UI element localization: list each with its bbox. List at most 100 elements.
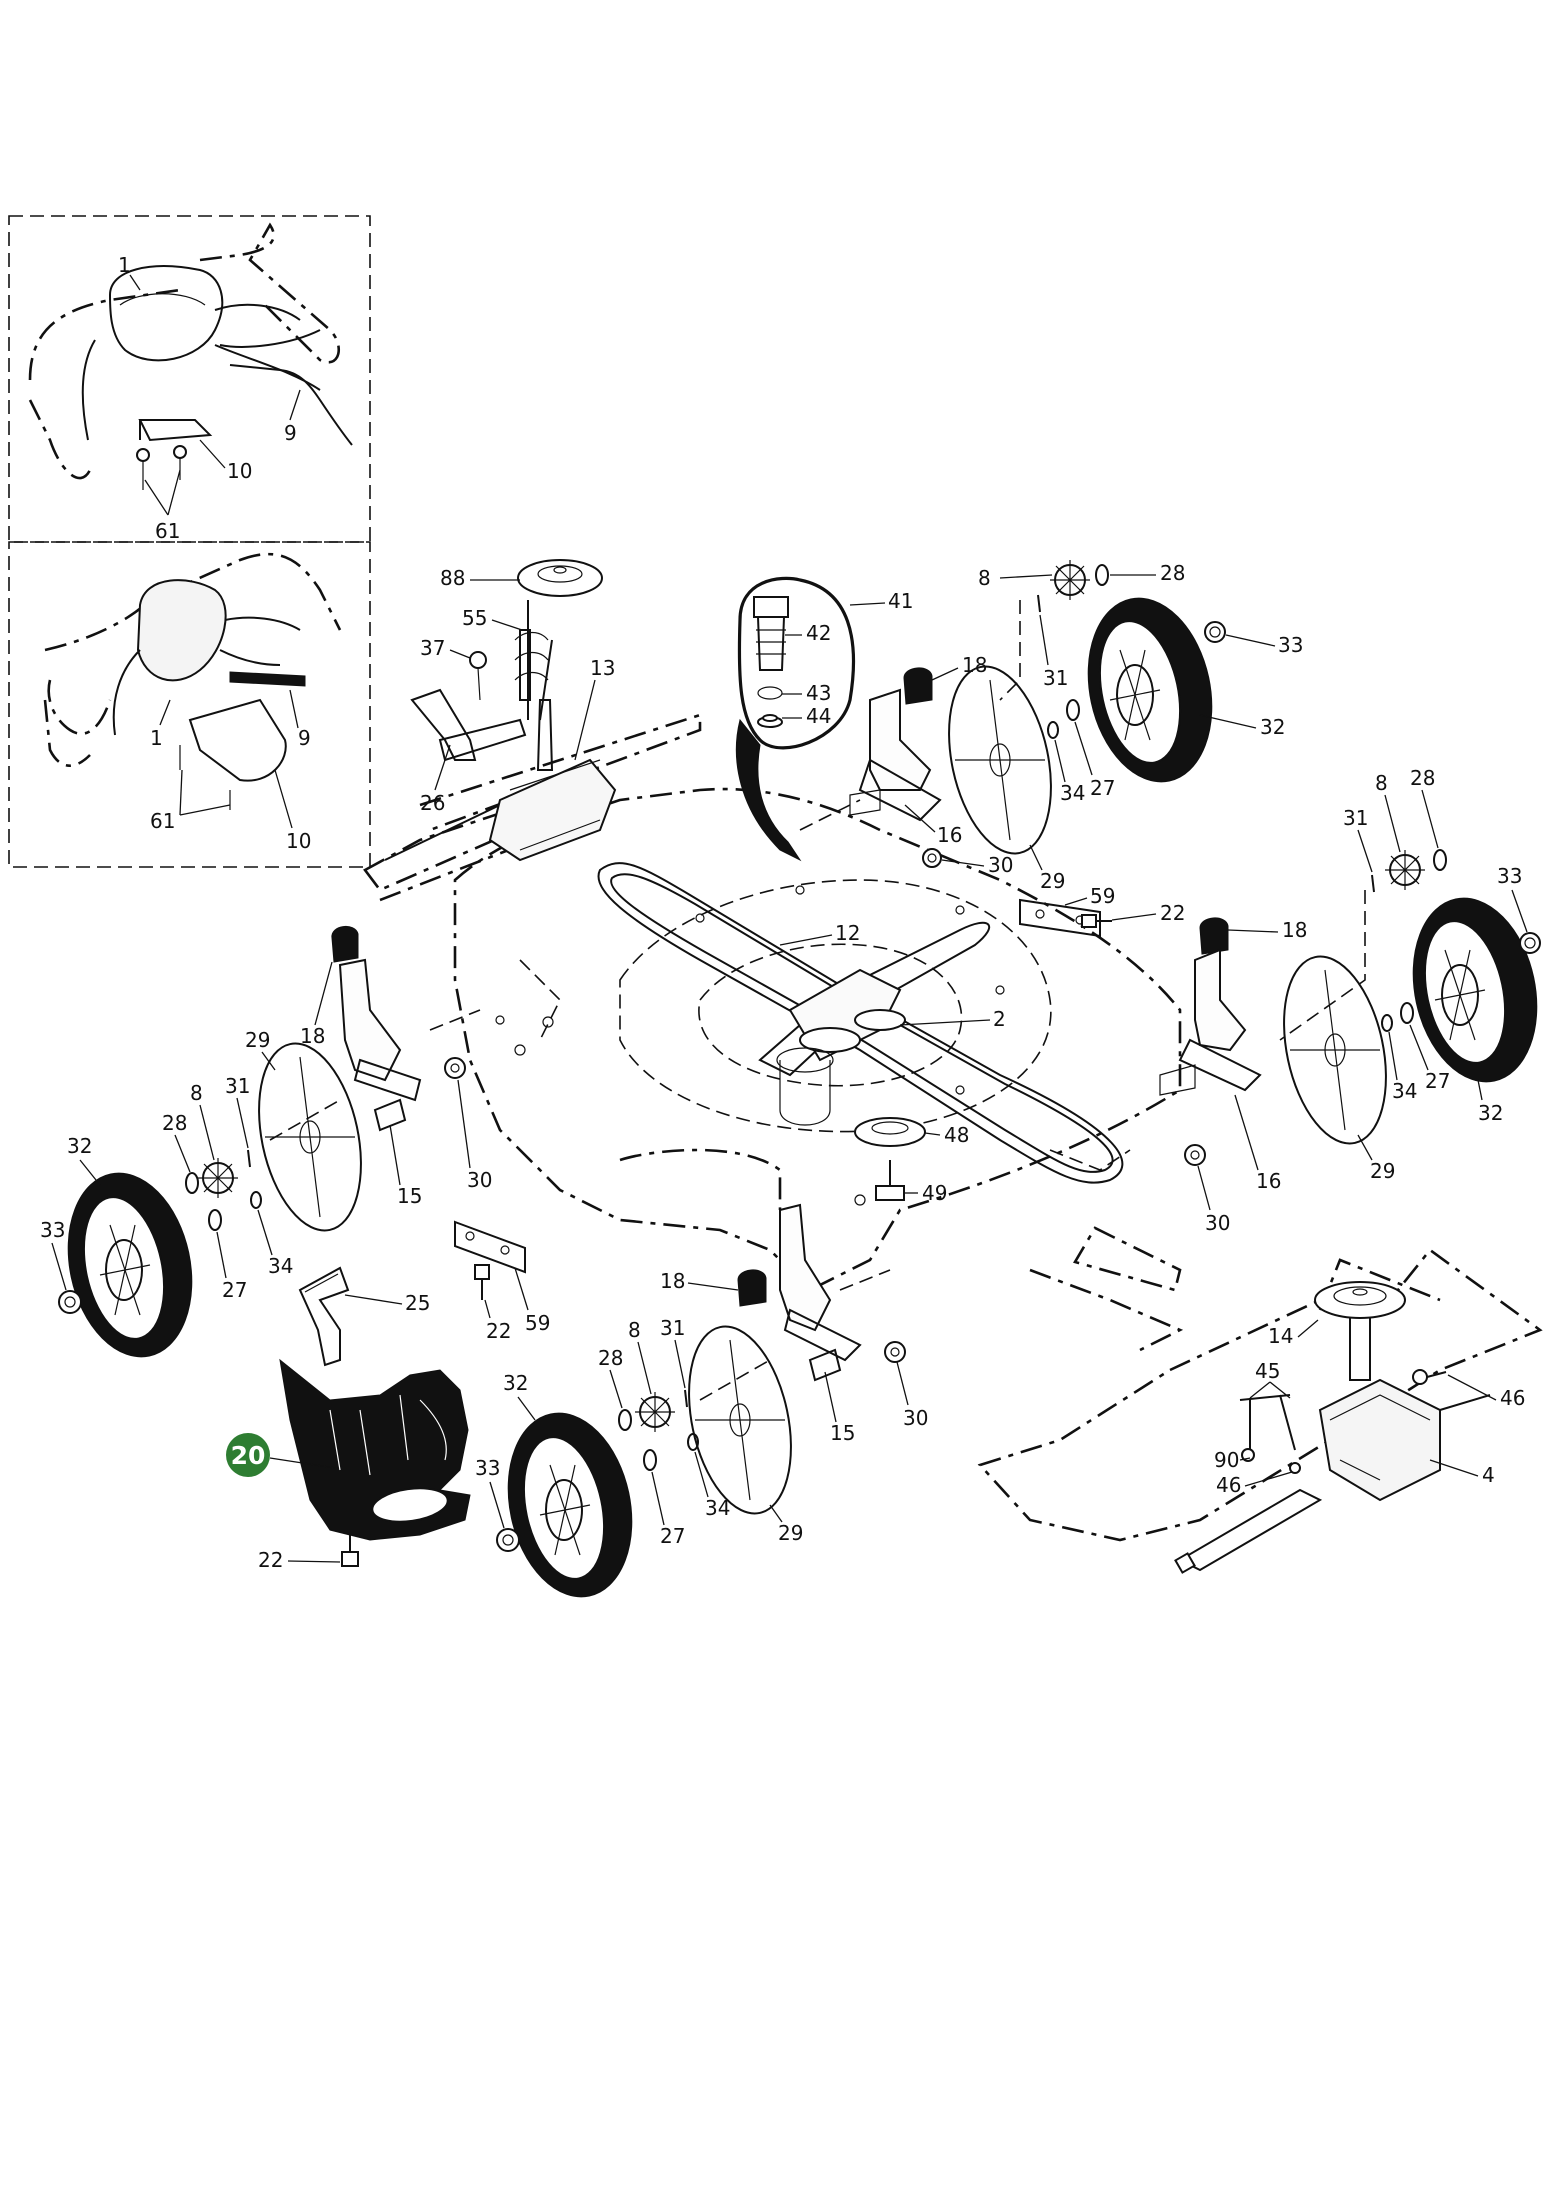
label-12: 12 — [835, 921, 860, 945]
wheel-32-rear-left — [67, 1172, 193, 1358]
label-59b: 59 — [525, 1311, 550, 1335]
label-18a: 18 — [962, 653, 987, 677]
label-26: 26 — [420, 791, 445, 815]
height-adjuster-rear-left — [331, 926, 481, 1132]
deflector-part-20[interactable] — [279, 1358, 471, 1541]
label-30c: 30 — [467, 1168, 492, 1192]
bolt-22-lower — [341, 1530, 359, 1567]
gear-8-rear-right — [1050, 560, 1090, 600]
label-8d: 8 — [628, 1318, 641, 1342]
height-adjuster-front-right — [1159, 917, 1262, 1096]
label-34b: 34 — [1392, 1079, 1417, 1103]
label-88: 88 — [440, 566, 465, 590]
label-32a: 32 — [1260, 715, 1285, 739]
rear-transmission — [363, 559, 702, 902]
label-inset1-9: 9 — [284, 421, 297, 445]
label-45: 45 — [1255, 1359, 1280, 1383]
label-inset2-1: 1 — [150, 726, 163, 750]
label-28b: 28 — [1410, 766, 1435, 790]
label-28a: 28 — [1160, 561, 1185, 585]
label-28d: 28 — [598, 1346, 623, 1370]
label-41: 41 — [888, 589, 913, 613]
label-16a: 16 — [937, 823, 962, 847]
detail-callout — [735, 576, 856, 862]
gear-8-front-left — [635, 1392, 675, 1432]
washer-28-rear-right — [1095, 564, 1109, 586]
hubcap-29-rear-right — [948, 665, 1052, 855]
pin-31-front-right — [1371, 874, 1375, 893]
label-31c: 31 — [225, 1074, 250, 1098]
label-8c: 8 — [190, 1081, 203, 1105]
highlight-marker-icon — [226, 1433, 270, 1477]
washer-27-rear-right — [1066, 699, 1080, 721]
label-25: 25 — [405, 1291, 430, 1315]
label-33c: 33 — [40, 1218, 65, 1242]
label-27d: 27 — [660, 1524, 685, 1548]
label-8a: 8 — [978, 566, 991, 590]
nut-30-rear-left — [444, 1057, 466, 1079]
label-34c: 34 — [268, 1254, 293, 1278]
wheel-32-front-left — [507, 1412, 633, 1598]
label-29b: 29 — [1370, 1159, 1395, 1183]
pin-31-rear-right — [1037, 594, 1041, 613]
label-46b: 46 — [1216, 1473, 1241, 1497]
pin-31-front-left — [684, 1389, 688, 1408]
label-22a: 22 — [1160, 901, 1185, 925]
part-20-callout[interactable]: 20 — [226, 1433, 336, 1477]
label-29a: 29 — [1040, 869, 1065, 893]
label-inset2-9: 9 — [298, 726, 311, 750]
deflector-bracket-25 — [298, 1266, 350, 1367]
label-49: 49 — [922, 1181, 947, 1205]
label-37: 37 — [420, 636, 445, 660]
label-13: 13 — [590, 656, 615, 680]
washer-34-rear-left — [250, 1191, 262, 1209]
label-42: 42 — [806, 621, 831, 645]
nut-30-front-right — [1184, 1144, 1206, 1166]
washer-34-rear-right — [1047, 721, 1059, 739]
label-inset2-10: 10 — [286, 829, 311, 853]
washer-28-front-right — [1433, 849, 1447, 871]
label-14: 14 — [1268, 1324, 1293, 1348]
idler-assembly — [776, 968, 926, 1201]
nut-33-front-right — [1519, 932, 1541, 954]
label-32c: 32 — [67, 1134, 92, 1158]
height-adjuster-rear-right — [799, 667, 942, 831]
front-transmission — [977, 1226, 1543, 1574]
label-15b: 15 — [830, 1421, 855, 1445]
label-59a: 59 — [1090, 884, 1115, 908]
label-90: 90 — [1214, 1448, 1239, 1472]
label-30a: 30 — [988, 853, 1013, 877]
label-32d: 32 — [503, 1371, 528, 1395]
label-32b: 32 — [1478, 1101, 1503, 1125]
label-22c: 22 — [258, 1548, 283, 1572]
label-33d: 33 — [475, 1456, 500, 1480]
highlight-label: 20 — [231, 1441, 266, 1470]
washer-28-front-left — [618, 1409, 632, 1431]
label-inset1-1: 1 — [118, 253, 131, 277]
drive-belt — [597, 862, 1124, 1184]
inset-box-top — [8, 215, 371, 543]
label-28c: 28 — [162, 1111, 187, 1135]
label-inset2-61: 61 — [150, 809, 175, 833]
height-adjuster-front-left — [737, 1203, 891, 1382]
label-18d: 18 — [660, 1269, 685, 1293]
wheel-32-front-right — [1412, 897, 1538, 1083]
gear-8-front-right — [1385, 850, 1425, 890]
label-27b: 27 — [1425, 1069, 1450, 1093]
label-55: 55 — [462, 606, 487, 630]
handle-assembly-inset-2 — [43, 552, 342, 810]
label-33a: 33 — [1278, 633, 1303, 657]
pin-31-rear-left — [247, 1149, 251, 1168]
label-44: 44 — [806, 704, 831, 728]
label-15a: 15 — [397, 1184, 422, 1208]
washer-34-front-left — [687, 1433, 699, 1451]
label-48: 48 — [944, 1123, 969, 1147]
label-46a: 46 — [1500, 1386, 1525, 1410]
bracket-59-lower — [454, 1220, 526, 1274]
gear-8-rear-left — [198, 1158, 238, 1198]
nut-33-rear-left — [58, 1290, 82, 1314]
label-31b: 31 — [1343, 806, 1368, 830]
wheel-32-rear-right — [1087, 597, 1213, 783]
label-30b: 30 — [1205, 1211, 1230, 1235]
